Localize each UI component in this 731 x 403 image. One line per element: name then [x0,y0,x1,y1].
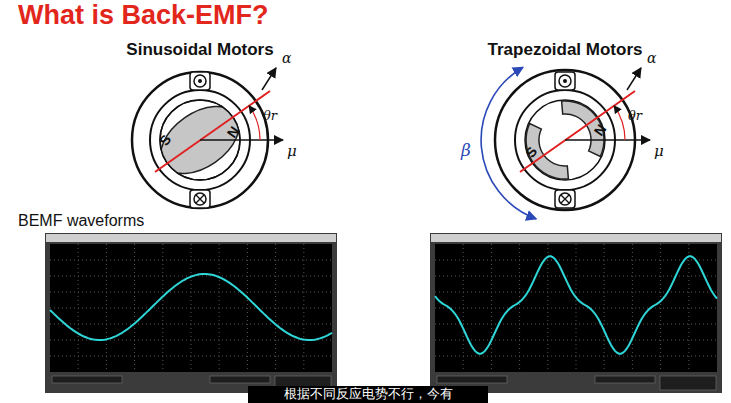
trapezoidal-motor [481,67,650,219]
axis-label: N [591,121,610,139]
axis-label: β [461,141,471,161]
slide-title: What is Back-EMF? [18,0,269,31]
axis-label: α [647,50,656,66]
subtitle-band [248,386,488,403]
axis-label: μ [287,143,297,160]
section-label: BEMF waveforms [18,212,144,230]
axis-label: μ [654,143,664,160]
motor-heading: Trapezoidal Motors [488,40,643,60]
axis-label: S [522,144,541,161]
axis-label: θr [628,109,642,124]
axis-label: θr [263,109,277,124]
oscilloscope-screen [430,233,722,393]
axis-label: α [282,50,291,66]
oscilloscope-screen [45,233,337,393]
motor-heading: Sinusoidal Motors [126,40,273,60]
axis-label: S [156,132,175,149]
axis-label: N [224,123,243,141]
sinusoidal-motor [132,68,283,208]
subtitle-caption: 根据不同反应电势不行，今有 [284,387,453,402]
